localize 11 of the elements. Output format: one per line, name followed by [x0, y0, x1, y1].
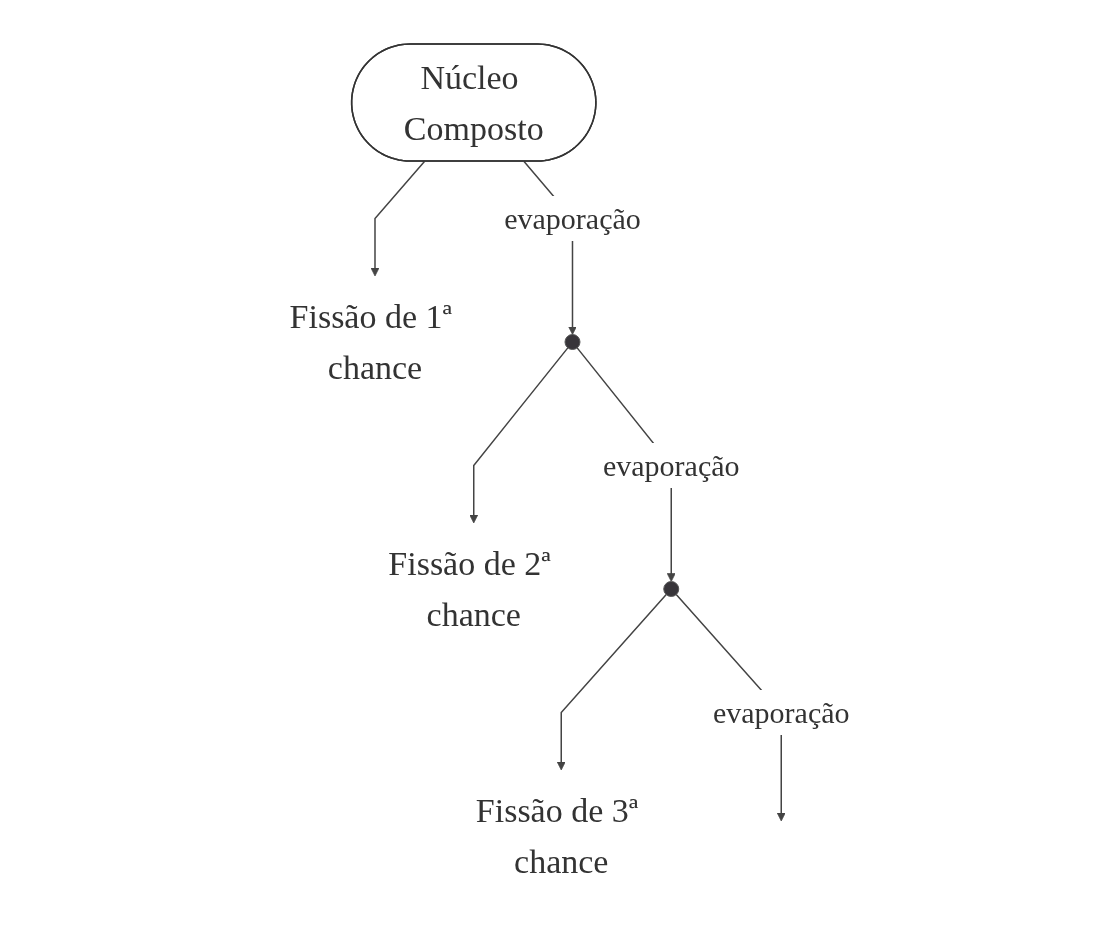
edge-label: evaporação: [713, 696, 850, 729]
node-circle: [663, 581, 680, 597]
node-text: Fissão de 1ª chance: [289, 298, 453, 386]
edge-label: evaporação: [603, 449, 740, 482]
arrow: [557, 593, 668, 771]
node-text: Fissão de 2ª chance: [388, 545, 551, 633]
node-text: Fissão de 3ª chance: [476, 792, 639, 880]
arrow: [370, 160, 426, 277]
node-circle: [564, 334, 581, 350]
edge-label: evaporação: [504, 202, 642, 235]
arrow: [469, 347, 569, 524]
